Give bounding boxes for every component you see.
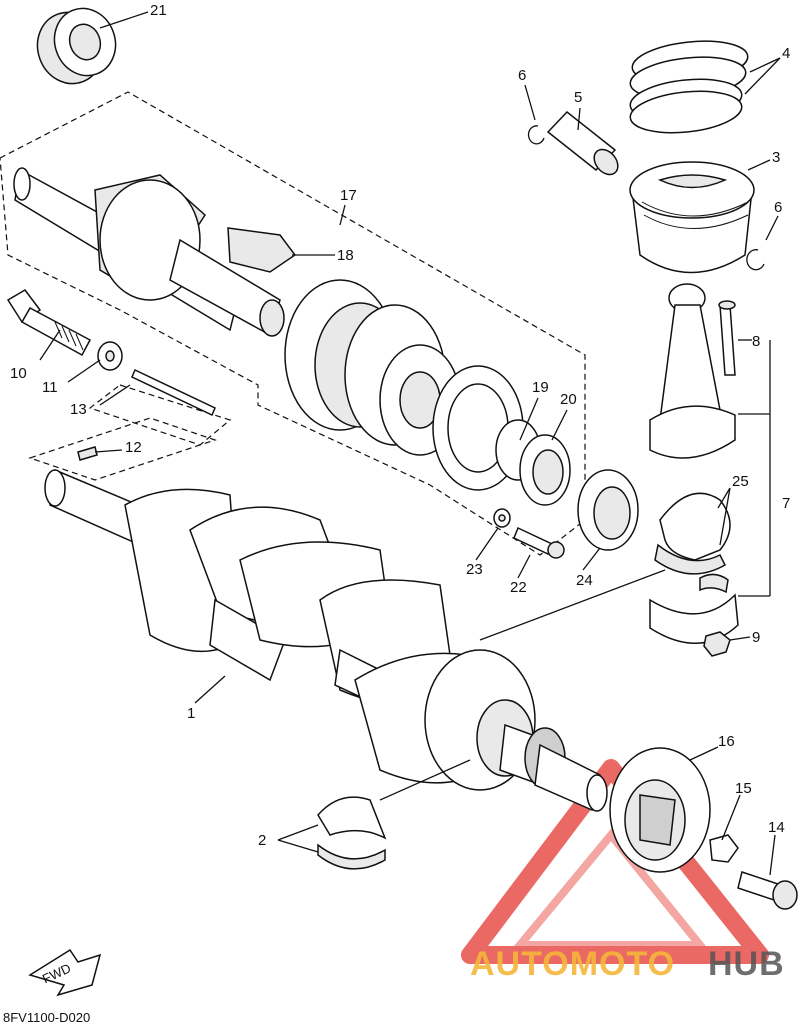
group-outline-13: [88, 384, 232, 446]
label-25: 25: [732, 473, 749, 490]
bolt-14: [737, 871, 798, 910]
part-labels: 21 4 6 5 3 6 17 18 10 11 13 12 19 20 8 7…: [10, 2, 790, 849]
label-6b: 6: [774, 199, 782, 216]
piston-3: [629, 161, 755, 274]
collar-20: [519, 434, 571, 506]
weight-18: [227, 227, 297, 273]
bolt-22: [513, 526, 553, 556]
plate-13: [131, 368, 216, 417]
bearing-25: [654, 492, 731, 575]
label-17: 17: [340, 187, 357, 204]
label-5: 5: [574, 89, 582, 106]
fwd-arrow: FWD: [28, 948, 102, 997]
label-10: 10: [10, 365, 27, 382]
washer-23: [493, 508, 511, 528]
label-16: 16: [718, 733, 735, 750]
label-15: 15: [735, 780, 752, 797]
rod-cap: [649, 573, 739, 644]
watermark-automoto: AUTOMOTO: [470, 945, 675, 983]
leader-lines: [39, 11, 781, 876]
label-2: 2: [258, 832, 266, 849]
label-6a: 6: [518, 67, 526, 84]
piston-clip-6b: [746, 249, 765, 271]
bolt-10: [6, 289, 92, 357]
oil-seal-24: [577, 469, 639, 551]
piston-clip-6a: [527, 125, 545, 145]
label-24: 24: [576, 572, 593, 589]
bearing-2: [317, 796, 387, 870]
label-14: 14: [768, 819, 785, 836]
label-1: 1: [187, 705, 195, 722]
connecting-rod-8: [649, 283, 736, 459]
group-outline-17: [0, 91, 586, 556]
crankshaft-1: [44, 468, 608, 812]
label-8: 8: [752, 333, 760, 350]
group-outline-12: [28, 417, 217, 481]
bolt-22-head: [547, 541, 565, 559]
piston-pin-5: [546, 110, 619, 176]
balancer-gear: [284, 279, 524, 491]
label-13: 13: [70, 401, 87, 418]
label-7: 7: [782, 495, 790, 512]
label-3: 3: [772, 149, 780, 166]
watermark-text: AUTOMOTO HUB: [470, 945, 785, 983]
bearing-21: [36, 7, 117, 85]
label-23: 23: [466, 561, 483, 578]
diagram-code: 8FV1100-D020: [3, 1010, 90, 1025]
washer-11: [97, 341, 123, 371]
watermark-hub: HUB: [708, 945, 785, 983]
label-19: 19: [532, 379, 549, 396]
label-4: 4: [782, 45, 790, 62]
piston-rings-4: [629, 40, 749, 134]
label-11: 11: [42, 379, 58, 396]
label-20: 20: [560, 391, 577, 408]
nut-9: [703, 631, 731, 657]
label-18: 18: [337, 247, 354, 264]
label-21: 21: [150, 2, 167, 19]
key-12: [77, 446, 98, 461]
label-9: 9: [752, 629, 760, 646]
balancer-shaft: [13, 167, 285, 337]
label-22: 22: [510, 579, 527, 596]
lock-washer-15: [709, 834, 739, 863]
label-12: 12: [125, 439, 142, 456]
gear-16: [609, 747, 711, 873]
